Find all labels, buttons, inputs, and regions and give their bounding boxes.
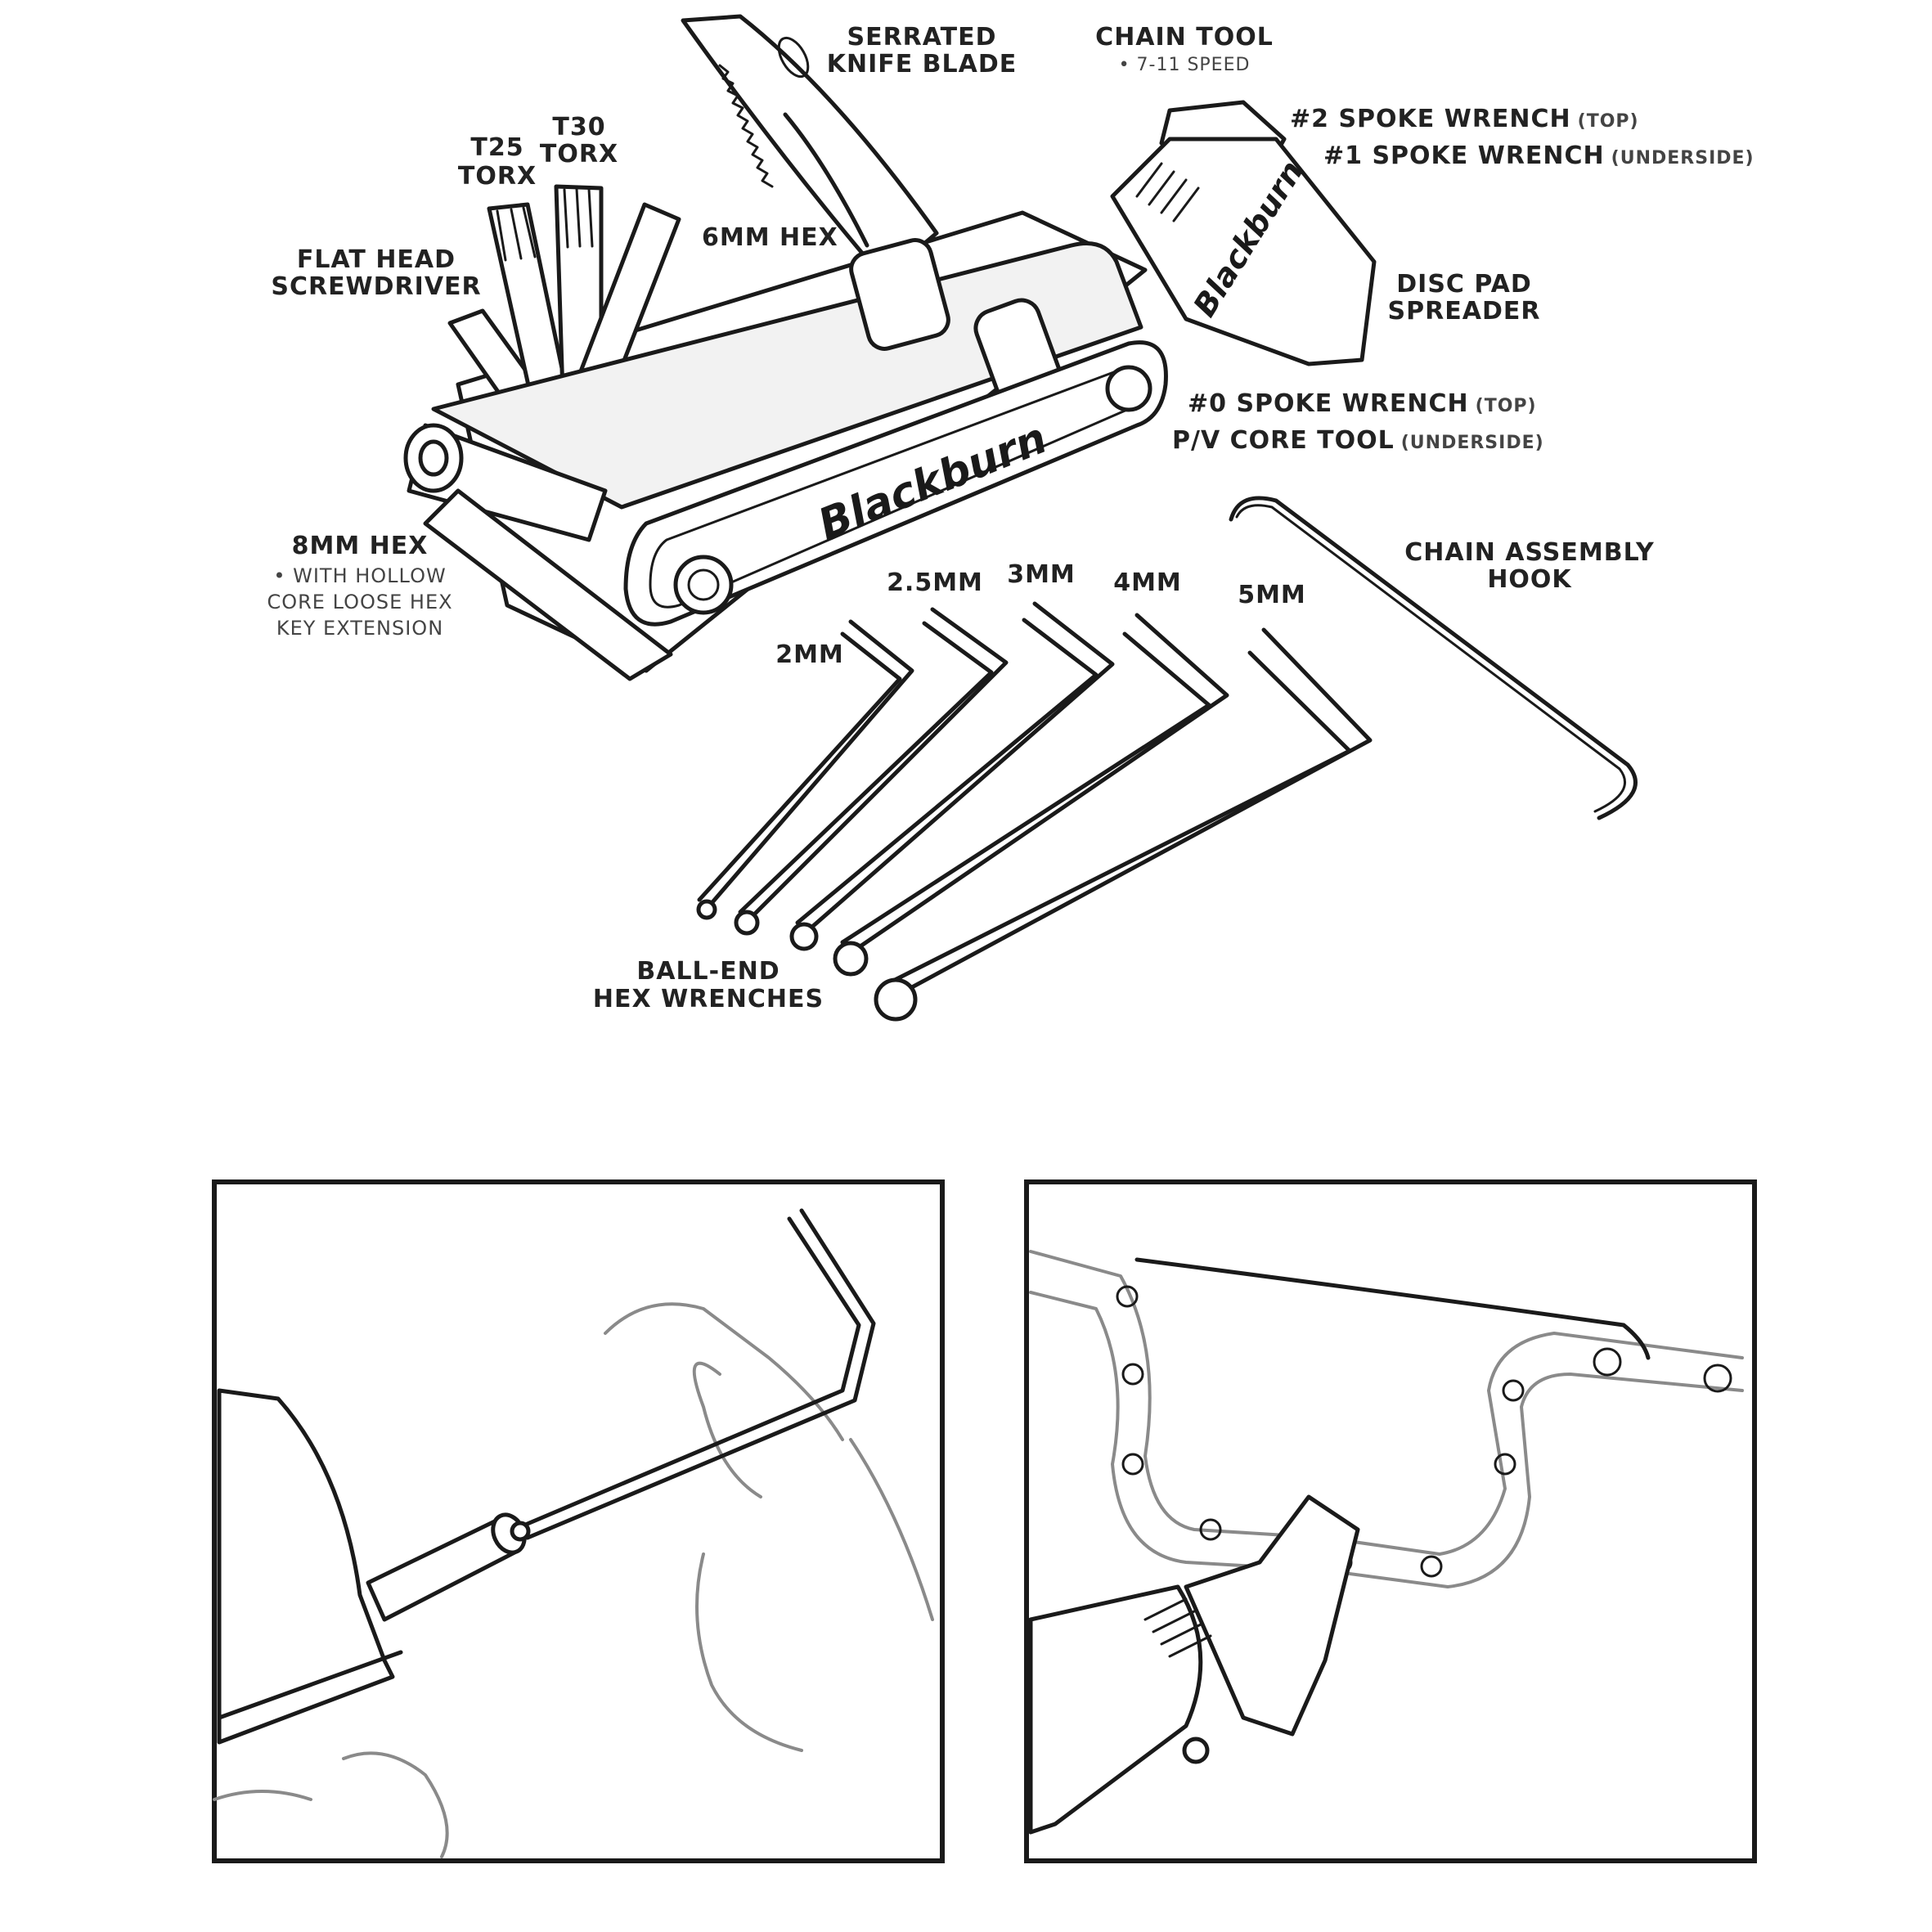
panel-hex-key-edge: [525, 1208, 876, 1540]
label-spoke2-main: #2 SPOKE WRENCH: [1290, 105, 1571, 133]
panel-chain-tool: [1024, 1179, 1757, 1863]
tool-lower-plate: [423, 488, 673, 681]
panel-hex-hand: [213, 1302, 934, 1858]
chain-assembly-hook-inner: [1235, 504, 1627, 813]
panel-hex-key-ball: [510, 1521, 531, 1542]
label-t30-1: T30: [552, 113, 605, 142]
label-discpad-1: DISC PAD: [1396, 270, 1532, 299]
label-wrench-3mm: 3MM: [1007, 560, 1076, 589]
label-ballend-1: BALL-END: [636, 957, 780, 986]
panel-chain-tool-body: [1028, 1494, 1360, 1835]
tool-upper-frame: [431, 241, 1143, 510]
label-flathead-1: FLAT HEAD: [297, 245, 456, 274]
label-spoke1-note: (UNDERSIDE): [1611, 148, 1755, 168]
label-t30-2: TORX: [540, 140, 618, 168]
label-t25-1: T25: [470, 133, 523, 162]
tool-axle: [849, 238, 1072, 430]
label-pvcore: P/V CORE TOOL (UNDERSIDE): [1172, 426, 1544, 455]
label-serrated-1: SERRATED: [847, 23, 996, 52]
panel-chain-hook-line: [1134, 1257, 1651, 1360]
hex-wrench-2.5mm: [734, 607, 1009, 936]
panel-hex-tool-edge: [217, 1388, 395, 1745]
hex-wrench-3mm: [789, 601, 1115, 951]
hex-wrench-4mm: [833, 613, 1229, 977]
label-t25-2: TORX: [458, 162, 537, 191]
label-pvcore-main: P/V CORE TOOL: [1172, 426, 1395, 455]
chain-tool-head: Blackburn: [1110, 100, 1377, 366]
hex-8mm-extension: [403, 423, 608, 542]
label-spoke2-note: (TOP): [1578, 111, 1639, 132]
panel-hex-key: [521, 1216, 861, 1528]
label-serrated-2: KNIFE BLADE: [827, 50, 1018, 79]
label-chain-tool-note: • 7-11 SPEED: [1119, 55, 1251, 75]
chain-assembly-hook: [1229, 496, 1638, 820]
hex-wrench-5mm: [874, 627, 1373, 1022]
multi-tool: Blackburn Blackburn: [403, 14, 1377, 681]
panel-hex-extension: [212, 1179, 945, 1863]
label-wrench-5mm: 5MM: [1238, 581, 1306, 609]
label-spoke1: #1 SPOKE WRENCH (UNDERSIDE): [1323, 142, 1755, 170]
label-spoke2: #2 SPOKE WRENCH (TOP): [1290, 105, 1639, 133]
label-8mm-note-3: KEY EXTENSION: [276, 617, 443, 640]
label-spoke1-main: #1 SPOKE WRENCH: [1323, 142, 1605, 170]
label-ballend-2: HEX WRENCHES: [593, 985, 824, 1013]
callout-labels: SERRATED KNIFE BLADE CHAIN TOOL • 7-11 S…: [267, 23, 1755, 1013]
hex-wrench-2mm: [696, 619, 914, 920]
ball-end-hex-wrenches: [696, 601, 1373, 1022]
label-spoke0-main: #0 SPOKE WRENCH: [1188, 389, 1469, 418]
label-8mm-note-2: CORE LOOSE HEX: [267, 591, 452, 613]
label-6mm-hex: 6MM HEX: [702, 223, 838, 252]
label-8mm-hex: 8MM HEX: [292, 532, 429, 560]
label-chainhook-1: CHAIN ASSEMBLY: [1404, 538, 1655, 567]
label-flathead-2: SCREWDRIVER: [271, 272, 481, 301]
label-chain-tool: CHAIN TOOL: [1095, 23, 1274, 52]
panel-hex-tool-line: [217, 1650, 403, 1720]
label-spoke0-note: (TOP): [1476, 396, 1537, 416]
label-8mm-note-1: • WITH HOLLOW: [273, 564, 446, 587]
label-wrench-4mm: 4MM: [1113, 568, 1182, 597]
label-spoke0: #0 SPOKE WRENCH (TOP): [1188, 389, 1537, 418]
label-discpad-2: SPREADER: [1388, 297, 1541, 326]
label-chainhook-2: HOOK: [1487, 565, 1572, 594]
label-wrench-2mm: 2MM: [775, 640, 844, 669]
panel-chain: [1029, 1250, 1744, 1588]
label-pvcore-note: (UNDERSIDE): [1401, 433, 1544, 453]
label-wrench-2.5mm: 2.5MM: [887, 568, 983, 597]
